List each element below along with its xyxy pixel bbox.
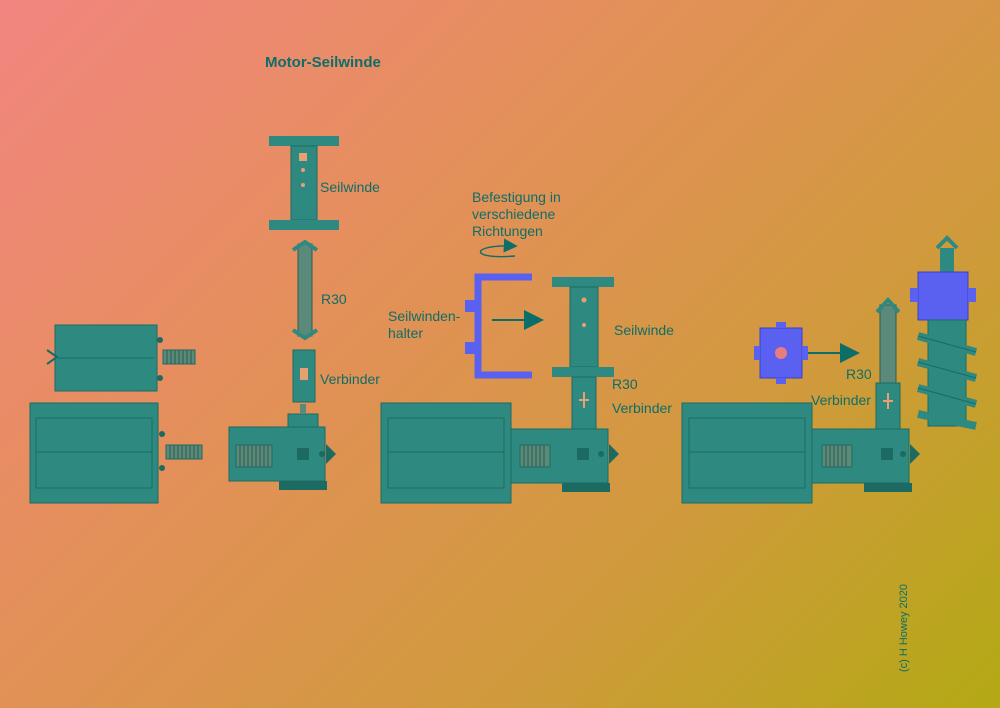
label-seilwinde-1: Seilwinde <box>320 179 380 195</box>
label-befestigung: Befestigung in verschiedene Richtungen <box>472 189 561 239</box>
label-verbinder-3: Verbinder <box>811 392 871 408</box>
winch-holder <box>465 273 532 379</box>
power-motor <box>29 402 203 504</box>
winch-drum-2 <box>552 277 614 377</box>
copyright-notice: (c) H Howey 2020 <box>898 583 910 673</box>
winch-drum-1 <box>269 136 339 230</box>
label-r30-1: R30 <box>321 291 347 307</box>
mini-motor <box>46 324 196 392</box>
connector-1 <box>292 349 316 403</box>
worm-gear <box>910 235 978 430</box>
motor-gearbox-3 <box>681 402 920 504</box>
motor-gearbox-2 <box>380 402 619 504</box>
axle-connector-2 <box>571 376 597 430</box>
gearbox-1 <box>228 404 336 490</box>
axle-r30-3 <box>875 297 901 430</box>
label-seilwindenhalter: Seilwinden-halter <box>388 308 461 341</box>
rotate-arrow <box>480 238 518 258</box>
label-verbinder-1: Verbinder <box>320 371 380 387</box>
label-r30-2: R30 <box>612 376 638 392</box>
gear-block <box>754 322 808 384</box>
label-r30-3: R30 <box>846 366 872 382</box>
label-seilwinde-2: Seilwinde <box>614 322 674 338</box>
label-verbinder-2: Verbinder <box>612 400 672 416</box>
diagram-title: Motor-Seilwinde <box>265 54 381 71</box>
axle-r30-1 <box>291 239 319 341</box>
